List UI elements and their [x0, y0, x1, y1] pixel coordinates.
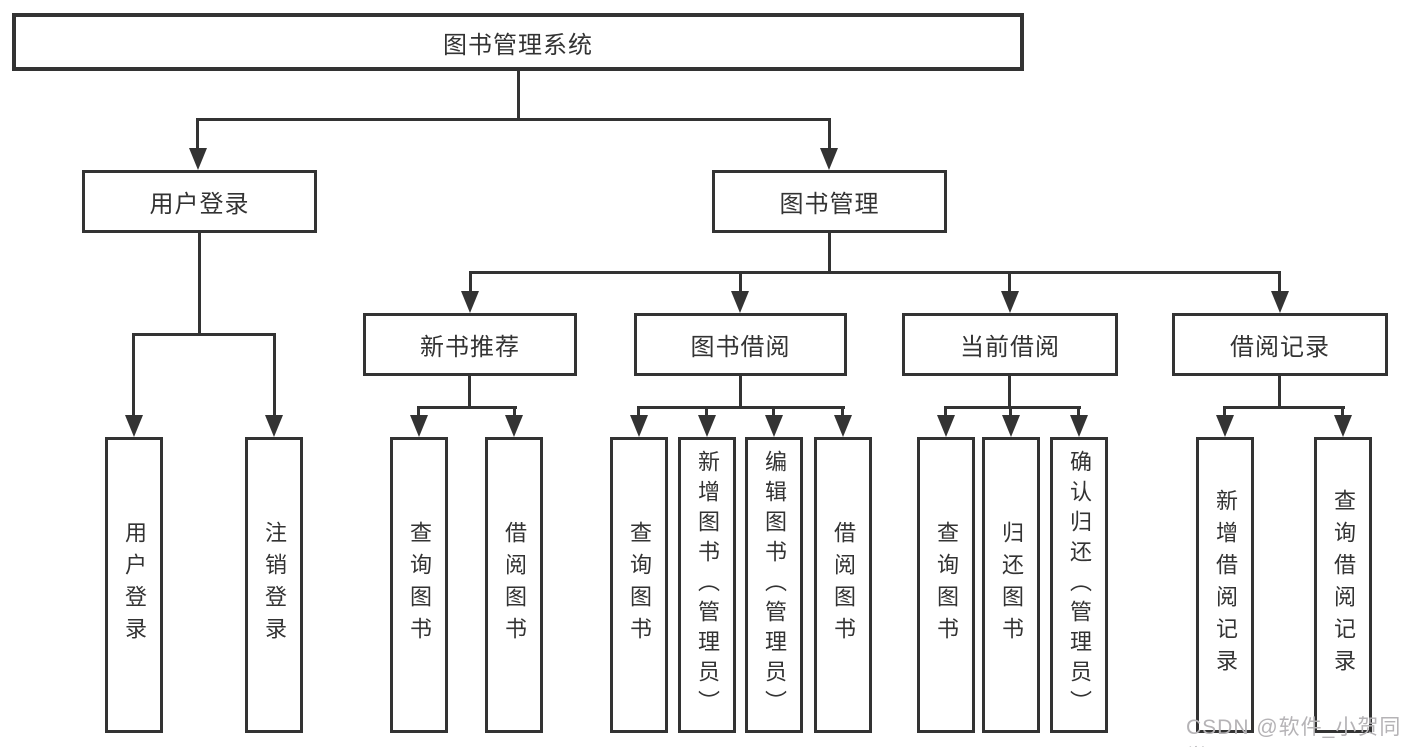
arrowhead: [630, 415, 648, 437]
arrowhead: [265, 415, 283, 437]
connector-line: [468, 376, 471, 409]
connector-line: [470, 271, 1281, 274]
node-root-label: 图书管理系统: [443, 31, 593, 59]
connector-line: [944, 406, 1081, 409]
connector-line: [1008, 271, 1011, 295]
connector-line: [1341, 406, 1344, 418]
node-book-management: 图书管理: [712, 170, 947, 233]
connector-line: [1223, 406, 1226, 418]
leaf-nb-borrow-books: 借阅图书: [485, 437, 543, 733]
node-book-borrow-label: 图书借阅: [690, 334, 791, 361]
connector-line: [417, 406, 517, 409]
connector-line: [828, 118, 831, 151]
leaf-cb-confirm-return-admin-label: 确认归还（管理员）: [1067, 450, 1092, 720]
leaf-bb-query-books: 查询图书: [610, 437, 668, 733]
connector-line: [132, 333, 276, 336]
connector-line: [772, 406, 775, 418]
leaf-bb-add-books-admin-label: 新增图书（管理员）: [695, 450, 720, 720]
connector-line: [828, 233, 831, 274]
connector-line: [1223, 406, 1345, 409]
connector-line: [469, 271, 472, 295]
arrowhead: [1216, 415, 1234, 437]
leaf-br-query-record: 查询借阅记录: [1314, 437, 1372, 733]
connector-line: [1278, 376, 1281, 409]
arrowhead: [189, 148, 207, 170]
node-current-borrow-label: 当前借阅: [960, 334, 1060, 361]
connector-line: [1278, 271, 1281, 295]
node-borrow-records: 借阅记录: [1172, 313, 1388, 376]
leaf-user-login: 用户登录: [105, 437, 163, 733]
connector-line: [513, 406, 516, 418]
connector-line: [1008, 376, 1011, 409]
leaf-cb-return-books-label: 归还图书: [999, 521, 1024, 649]
arrowhead: [125, 415, 143, 437]
leaf-bb-borrow-books: 借阅图书: [814, 437, 872, 733]
node-borrow-records-label: 借阅记录: [1230, 334, 1330, 361]
arrowhead: [937, 415, 955, 437]
connector-line: [517, 69, 520, 120]
arrowhead: [461, 291, 479, 313]
arrowhead: [505, 415, 523, 437]
node-user-login-label: 用户登录: [149, 191, 250, 218]
leaf-bb-query-books-label: 查询图书: [627, 521, 652, 649]
connector-line: [273, 333, 276, 417]
node-root: 图书管理系统: [12, 13, 1024, 71]
connector-line: [1077, 406, 1080, 418]
leaf-bb-add-books-admin: 新增图书（管理员）: [678, 437, 736, 733]
arrowhead: [731, 291, 749, 313]
leaf-bb-edit-books-admin: 编辑图书（管理员）: [745, 437, 803, 733]
connector-line: [841, 406, 844, 418]
connector-line: [637, 406, 845, 409]
arrowhead: [410, 415, 428, 437]
leaf-br-add-record: 新增借阅记录: [1196, 437, 1254, 733]
leaf-logout: 注销登录: [245, 437, 303, 733]
leaf-cb-query-books-label: 查询图书: [934, 521, 959, 649]
leaf-br-query-record-label: 查询借阅记录: [1331, 489, 1356, 681]
arrowhead: [834, 415, 852, 437]
leaf-bb-edit-books-admin-label: 编辑图书（管理员）: [762, 450, 787, 720]
arrowhead: [1001, 291, 1019, 313]
leaf-nb-borrow-books-label: 借阅图书: [502, 521, 527, 649]
watermark: CSDN @软件_小贺同学: [1186, 716, 1402, 747]
connector-line: [196, 118, 831, 121]
leaf-user-login-label: 用户登录: [122, 521, 147, 649]
connector-line: [417, 406, 420, 418]
connector-line: [132, 333, 135, 417]
connector-line: [705, 406, 708, 418]
arrowhead: [820, 148, 838, 170]
arrowhead: [1070, 415, 1088, 437]
leaf-bb-borrow-books-label: 借阅图书: [831, 521, 856, 649]
arrowhead: [765, 415, 783, 437]
connector-line: [739, 271, 742, 295]
node-new-book-recommend: 新书推荐: [363, 313, 577, 376]
arrowhead: [698, 415, 716, 437]
arrowhead: [1334, 415, 1352, 437]
connector-line: [198, 233, 201, 335]
node-current-borrow: 当前借阅: [902, 313, 1118, 376]
node-new-book-recommend-label: 新书推荐: [420, 334, 520, 361]
leaf-logout-label: 注销登录: [262, 521, 287, 649]
connector-line: [196, 118, 199, 151]
leaf-nb-query-books-label: 查询图书: [407, 521, 432, 649]
connector-line: [1009, 406, 1012, 418]
node-book-management-label: 图书管理: [779, 191, 880, 218]
connector-line: [637, 406, 640, 418]
connector-line: [944, 406, 947, 418]
leaf-br-add-record-label: 新增借阅记录: [1213, 489, 1238, 681]
arrowhead: [1002, 415, 1020, 437]
leaf-nb-query-books: 查询图书: [390, 437, 448, 733]
connector-line: [739, 376, 742, 409]
leaf-cb-confirm-return-admin: 确认归还（管理员）: [1050, 437, 1108, 733]
leaf-cb-return-books: 归还图书: [982, 437, 1040, 733]
arrowhead: [1271, 291, 1289, 313]
leaf-cb-query-books: 查询图书: [917, 437, 975, 733]
node-user-login: 用户登录: [82, 170, 317, 233]
node-book-borrow: 图书借阅: [634, 313, 847, 376]
